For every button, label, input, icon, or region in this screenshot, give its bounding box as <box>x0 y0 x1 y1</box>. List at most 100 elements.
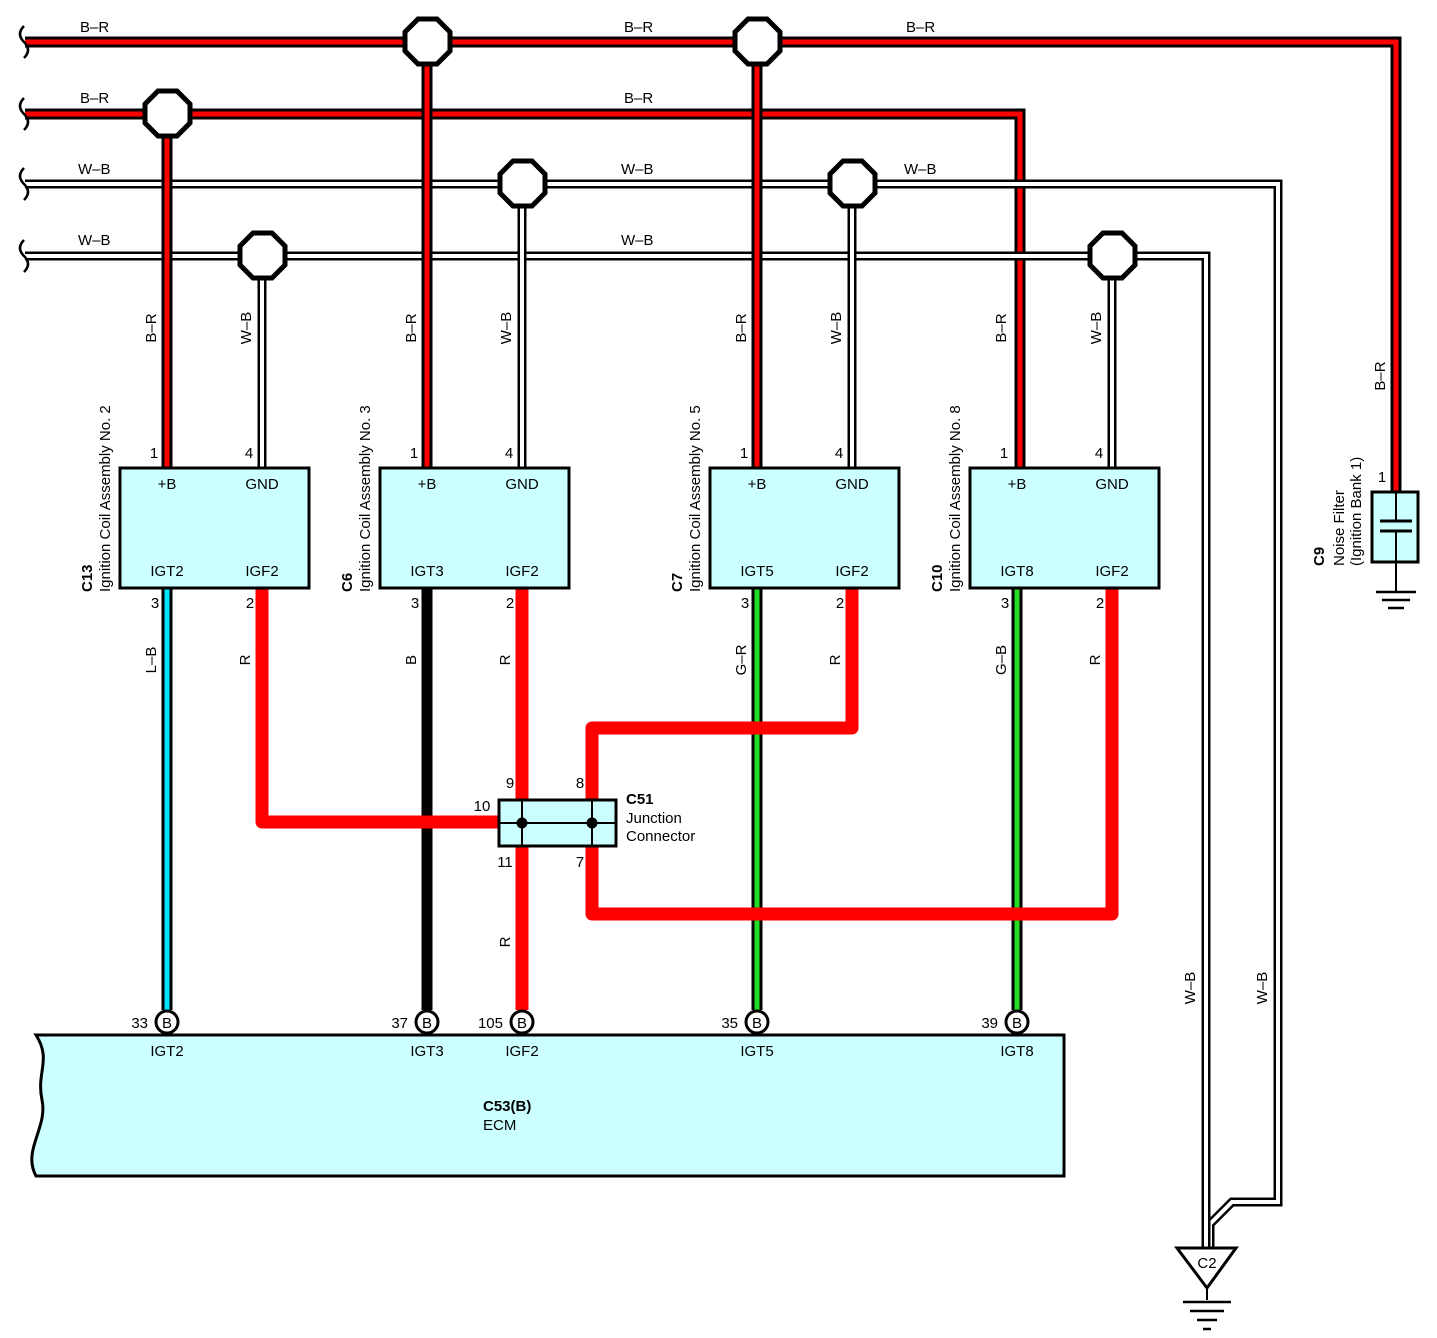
wire-label: B–R <box>993 313 1010 342</box>
coil-c6: +B GND IGT3 IGF2 1 4 3 2 C6 Ignition Coi… <box>339 312 571 665</box>
coil-box <box>968 466 1161 590</box>
bus-label: B–R <box>906 19 935 36</box>
pin-number: 3 <box>411 595 419 612</box>
coil-c7: +B GND IGT5 IGF2 1 4 3 2 C7 Ignition Coi… <box>669 312 901 675</box>
pin-number: 1 <box>150 445 158 462</box>
pin-label: IGF2 <box>505 1043 538 1060</box>
wire-label: W–B <box>828 312 845 345</box>
pin-label: IGF2 <box>505 563 538 580</box>
splice-wb-lower-2 <box>1087 230 1138 281</box>
wire-label: W–B <box>238 312 255 345</box>
wire-break-marks <box>18 25 30 273</box>
noise-filter-c9: 1 C9 Noise Filter (Ignition Bank 1) B–R <box>1311 361 1420 610</box>
junction-name: Connector <box>626 828 695 845</box>
splice-br-second <box>142 88 193 139</box>
coil-box <box>708 466 901 590</box>
pin-label: IGT8 <box>1000 563 1033 580</box>
wire-label: G–R <box>733 644 750 675</box>
pin-number: 1 <box>740 445 748 462</box>
pin-label: GND <box>505 476 539 493</box>
pin-label: +B <box>1008 476 1027 493</box>
wire-label: B–R <box>733 313 750 342</box>
wire-label: R <box>497 654 514 665</box>
ecm-terminal-33: B 33 IGT2 <box>131 1009 184 1060</box>
coil-name: Ignition Coil Assembly No. 2 <box>97 405 114 592</box>
wire-label: L–B <box>143 647 160 674</box>
pin-number: 105 <box>478 1015 503 1032</box>
bus-label: B–R <box>624 19 653 36</box>
junction-dot <box>516 817 528 829</box>
pin-label: IGF2 <box>1095 563 1128 580</box>
pin-number: 3 <box>1001 595 1009 612</box>
noise-filter-code: C9 <box>1311 547 1328 566</box>
pin-number: 4 <box>1095 445 1103 462</box>
wire-label: R <box>237 654 254 665</box>
junction-connector-c51: 9 8 10 11 7 C51 Junction Connector R <box>474 775 696 947</box>
coil-code: C13 <box>79 564 96 592</box>
coil-code: C10 <box>929 564 946 592</box>
wire-label: W–B <box>498 312 515 345</box>
splices <box>142 16 1138 281</box>
splice-br-top-2 <box>732 16 783 67</box>
bus-labels: B–R B–R B–R B–R B–R W–B W–B W–B W–B W–B <box>78 19 937 249</box>
coil-box <box>118 466 311 590</box>
pin-number: 3 <box>741 595 749 612</box>
pin-number: 4 <box>835 445 843 462</box>
ground-triangle <box>1174 1246 1239 1291</box>
ecm-terminal-39: B 39 IGT8 <box>981 1009 1034 1060</box>
wire-coil-wb-drops <box>257 184 1117 468</box>
pin-number: 2 <box>506 595 514 612</box>
ecm-code: C53(B) <box>483 1098 531 1115</box>
wire-label: B <box>403 655 420 665</box>
pin-label: IGT3 <box>410 1043 443 1060</box>
pin-label: IGT5 <box>740 563 773 580</box>
wire-label: G–B <box>993 645 1010 675</box>
pin-label: GND <box>245 476 279 493</box>
connector-letter: B <box>1012 1015 1022 1032</box>
ground-icon <box>1376 590 1416 610</box>
pin-label: +B <box>748 476 767 493</box>
pin-number: 10 <box>474 798 491 815</box>
bus-label: B–R <box>624 90 653 107</box>
bus-label: W–B <box>904 161 937 178</box>
connector-letter: B <box>162 1015 172 1032</box>
ecm-terminal-105: B 105 IGF2 <box>478 1009 539 1060</box>
noise-filter-name: Noise Filter <box>1331 490 1348 566</box>
wire-label: B–R <box>143 313 160 342</box>
pin-number: 2 <box>836 595 844 612</box>
ground-c2: C2 W–B W–B <box>1174 972 1271 1331</box>
bus-label: W–B <box>78 232 111 249</box>
coil-name: Ignition Coil Assembly No. 8 <box>947 405 964 592</box>
ecm-box <box>30 1033 1066 1178</box>
splice-br-top-1 <box>402 16 453 67</box>
pin-number: 2 <box>1096 595 1104 612</box>
wire-label: W–B <box>1182 972 1199 1005</box>
coil-code: C6 <box>339 573 356 592</box>
pin-number: 8 <box>576 775 584 792</box>
wire-wb-lower-bus <box>25 251 1211 1250</box>
pin-number: 3 <box>151 595 159 612</box>
ground-code: C2 <box>1197 1255 1216 1272</box>
pin-number: 2 <box>246 595 254 612</box>
junction-code: C51 <box>626 791 654 808</box>
pin-label: GND <box>835 476 869 493</box>
pin-number: 1 <box>1378 469 1386 486</box>
connector-letter: B <box>752 1015 762 1032</box>
ecm-terminal-35: B 35 IGT5 <box>721 1009 774 1060</box>
junction-dot <box>586 817 598 829</box>
pin-number: 1 <box>1000 445 1008 462</box>
splice-wb-upper-1 <box>497 158 548 209</box>
bus-label: W–B <box>78 161 111 178</box>
pin-number: 11 <box>497 854 513 871</box>
ground-icon <box>1183 1300 1231 1331</box>
pin-label: IGT2 <box>150 563 183 580</box>
noise-filter-name: (Ignition Bank 1) <box>1348 457 1365 566</box>
coil-code: C7 <box>669 573 686 592</box>
ecm-c53b: C53(B) ECM <box>30 1033 1066 1178</box>
bus-label: B–R <box>80 90 109 107</box>
splice-wb-upper-2 <box>827 158 878 209</box>
wire-label: W–B <box>1088 312 1105 345</box>
pin-number: 39 <box>981 1015 998 1032</box>
wire-label: B–R <box>1372 361 1389 390</box>
pin-label: IGF2 <box>245 563 278 580</box>
